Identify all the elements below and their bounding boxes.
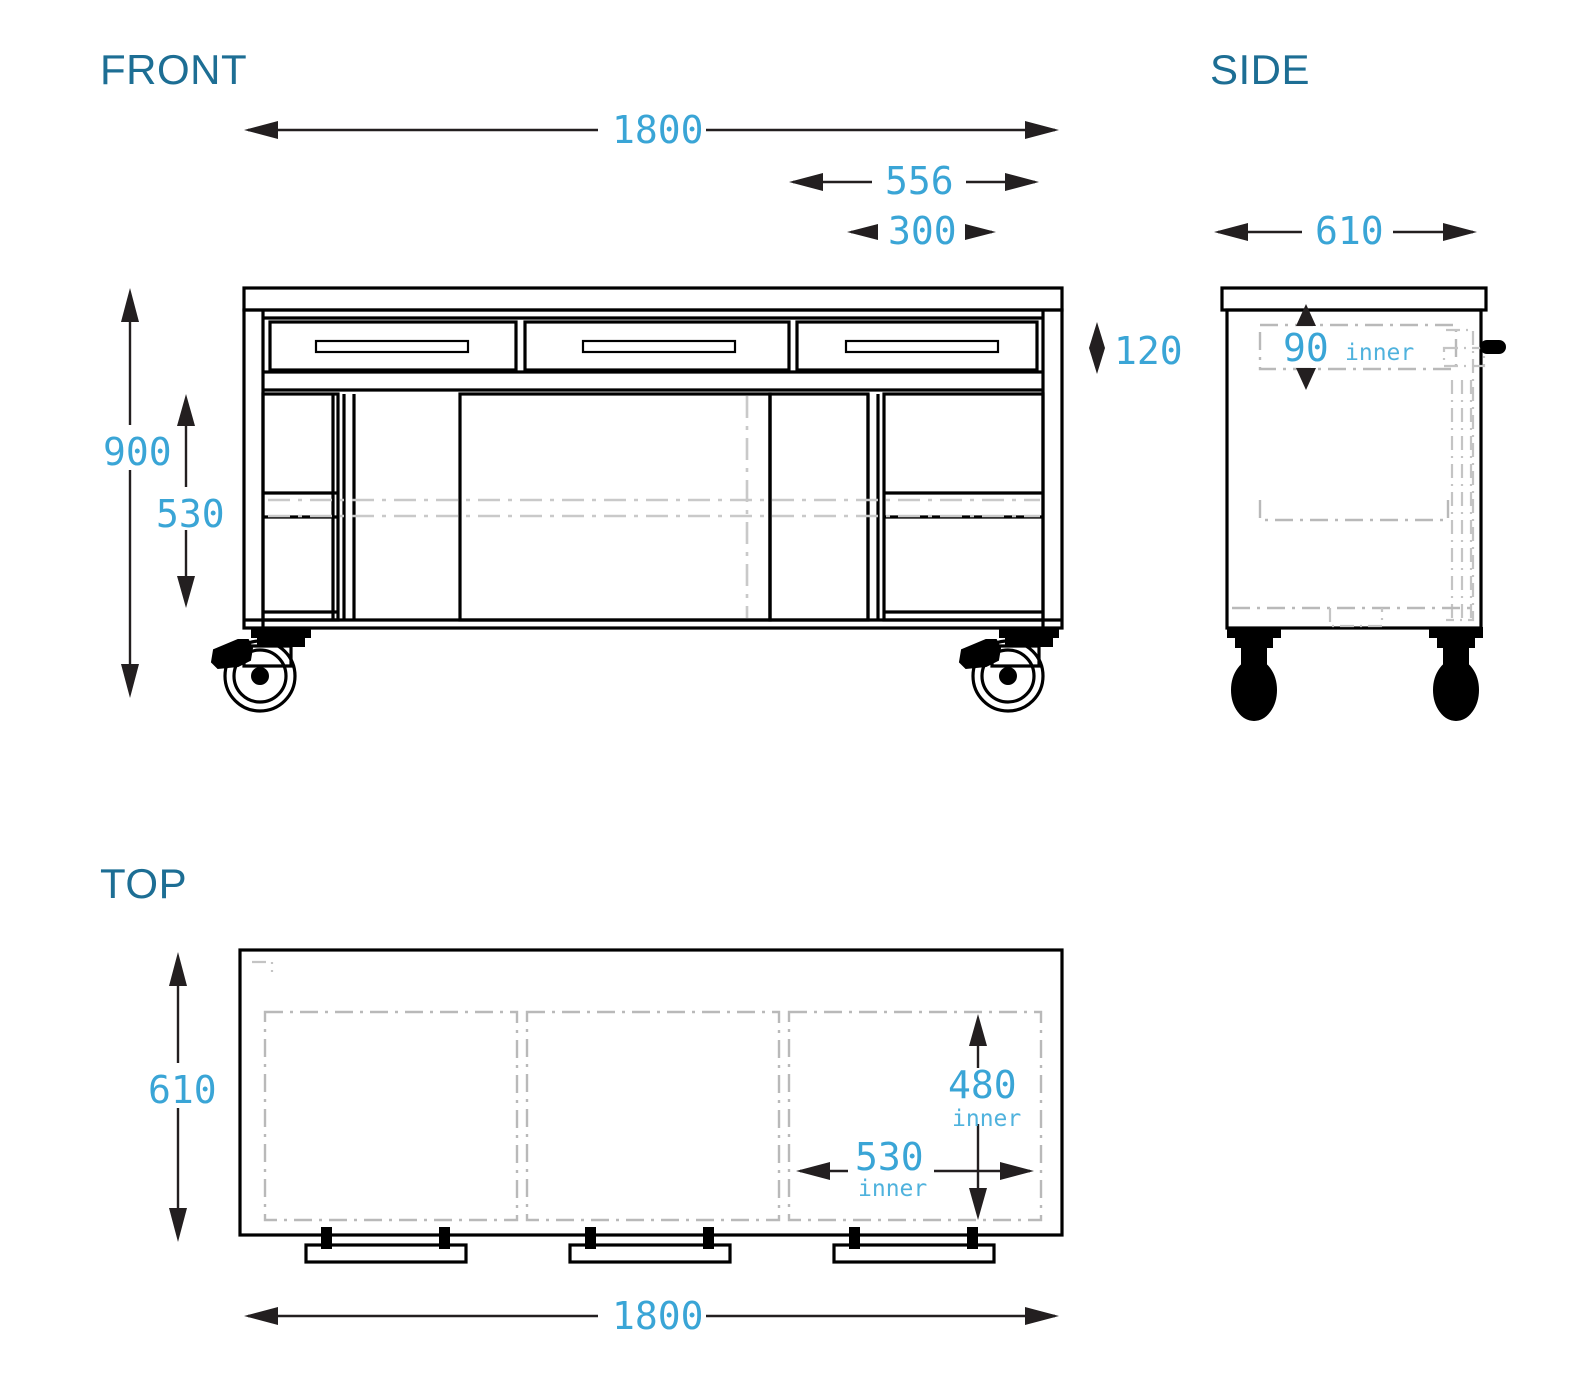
front-drawer-2-handle [581,339,737,354]
front-dim-900-label: 900 [103,430,172,474]
front-caster-right-wheel-outer [971,639,1045,713]
top-dim-1800: 1800 [244,1294,1059,1338]
top-dim-1800-label: 1800 [612,1294,704,1338]
top-handle-2-post-b [703,1227,714,1249]
top-view-cabinet: 480 inner 530 inner [238,948,1064,1264]
side-caster-left-wheel [1231,659,1277,721]
side-caster-left-plate [1227,627,1281,638]
top-dim-530-label: 530 [855,1135,924,1179]
front-center-door-left [458,392,772,622]
side-dim-90-label: 90 [1283,326,1329,370]
front-caster-right-wheel-mid [980,648,1036,704]
top-handle-2-post-a [585,1227,596,1249]
front-dim-120: 120 [1089,322,1183,374]
front-caster-right [958,627,1059,713]
front-dim-120-label: 120 [1114,329,1183,373]
front-body-outline [242,308,1064,630]
front-caster-left-hub [251,667,269,685]
front-dim-556-label: 556 [885,159,954,203]
front-drawer-1-handle [314,339,470,354]
side-dim-90: 90 inner [1283,304,1414,390]
side-base-hidden [1328,608,1384,628]
side-shelf-hidden [1258,500,1450,522]
front-dim-300-label: 300 [888,209,957,253]
side-view-cabinet: 90 inner [1220,286,1506,721]
top-drawer-footprint-3 [787,1010,1043,1222]
top-corner-marker [252,960,274,972]
top-view-title: TOP [100,860,187,907]
side-rail-bracket [1442,346,1486,368]
front-caster-left-wheel-outer [223,639,297,713]
top-outline [238,948,1064,1237]
side-caster-right-wheel [1433,659,1479,721]
front-caster-left-plate [251,627,311,638]
side-rail-outer [1446,328,1475,622]
side-dim-90-note: inner [1345,340,1414,366]
top-handle-1-post-b [439,1227,450,1249]
side-worktop [1220,286,1488,312]
front-drawer-3-handle [844,339,1000,354]
front-right-compartment [882,392,1045,622]
top-drawer-footprint-2 [525,1010,781,1222]
side-caster-right-swivel [1437,636,1475,648]
top-handle-1 [304,1227,468,1264]
front-dim-530-label: 530 [156,492,225,536]
front-drawer-1 [268,320,518,372]
top-dim-480-label: 480 [948,1063,1017,1107]
front-caster-right-plate [999,627,1059,638]
top-drawer-footprint-1 [263,1010,519,1222]
side-caster-left-swivel [1235,636,1273,648]
front-dim-1800: 1800 [244,108,1059,152]
top-dim-530-note: inner [858,1176,927,1202]
top-handle-1-bar [304,1243,468,1264]
top-dim-480-note: inner [952,1106,1021,1132]
top-handle-2-bar [568,1243,732,1264]
top-handle-2 [568,1227,732,1264]
front-worktop [242,286,1064,312]
side-dim-610: 610 [1214,209,1477,253]
front-caster-right-hub [999,667,1017,685]
side-internal-rails [1442,328,1486,622]
front-dim-556: 556 [789,159,1039,203]
side-handle-knob-body [1480,340,1506,354]
top-handle-3-post-b [967,1227,978,1249]
top-dim-610-label: 610 [148,1068,217,1112]
front-center-door-right [768,392,870,622]
top-dim-480: 480 inner [948,1014,1021,1220]
top-handle-3 [832,1227,996,1264]
front-dim-300: 300 [847,209,996,253]
side-caster-right-plate [1429,627,1483,638]
top-handle-3-post-a [849,1227,860,1249]
front-drawer-2 [523,320,791,372]
top-dim-530: 530 inner [796,1135,1034,1202]
front-dim-900: 900 [103,288,172,698]
side-caster-left [1227,627,1281,721]
side-view-title: SIDE [1210,46,1310,93]
side-handle-knob [1480,340,1506,354]
front-view-cabinet [210,286,1064,713]
top-handle-3-bar [832,1243,996,1264]
side-caster-right [1429,627,1483,721]
front-dim-530: 530 [156,394,225,608]
top-dim-610: 610 [148,952,217,1242]
front-dim-1800-label: 1800 [612,108,704,152]
side-body-outline [1225,308,1483,630]
front-left-compartment [261,392,340,622]
front-view-title: FRONT [100,46,247,93]
front-caster-left-wheel-mid [232,648,288,704]
top-handle-1-post-a [321,1227,332,1249]
side-dim-610-label: 610 [1315,209,1384,253]
front-drawer-3 [795,320,1039,372]
front-caster-left [210,627,311,713]
